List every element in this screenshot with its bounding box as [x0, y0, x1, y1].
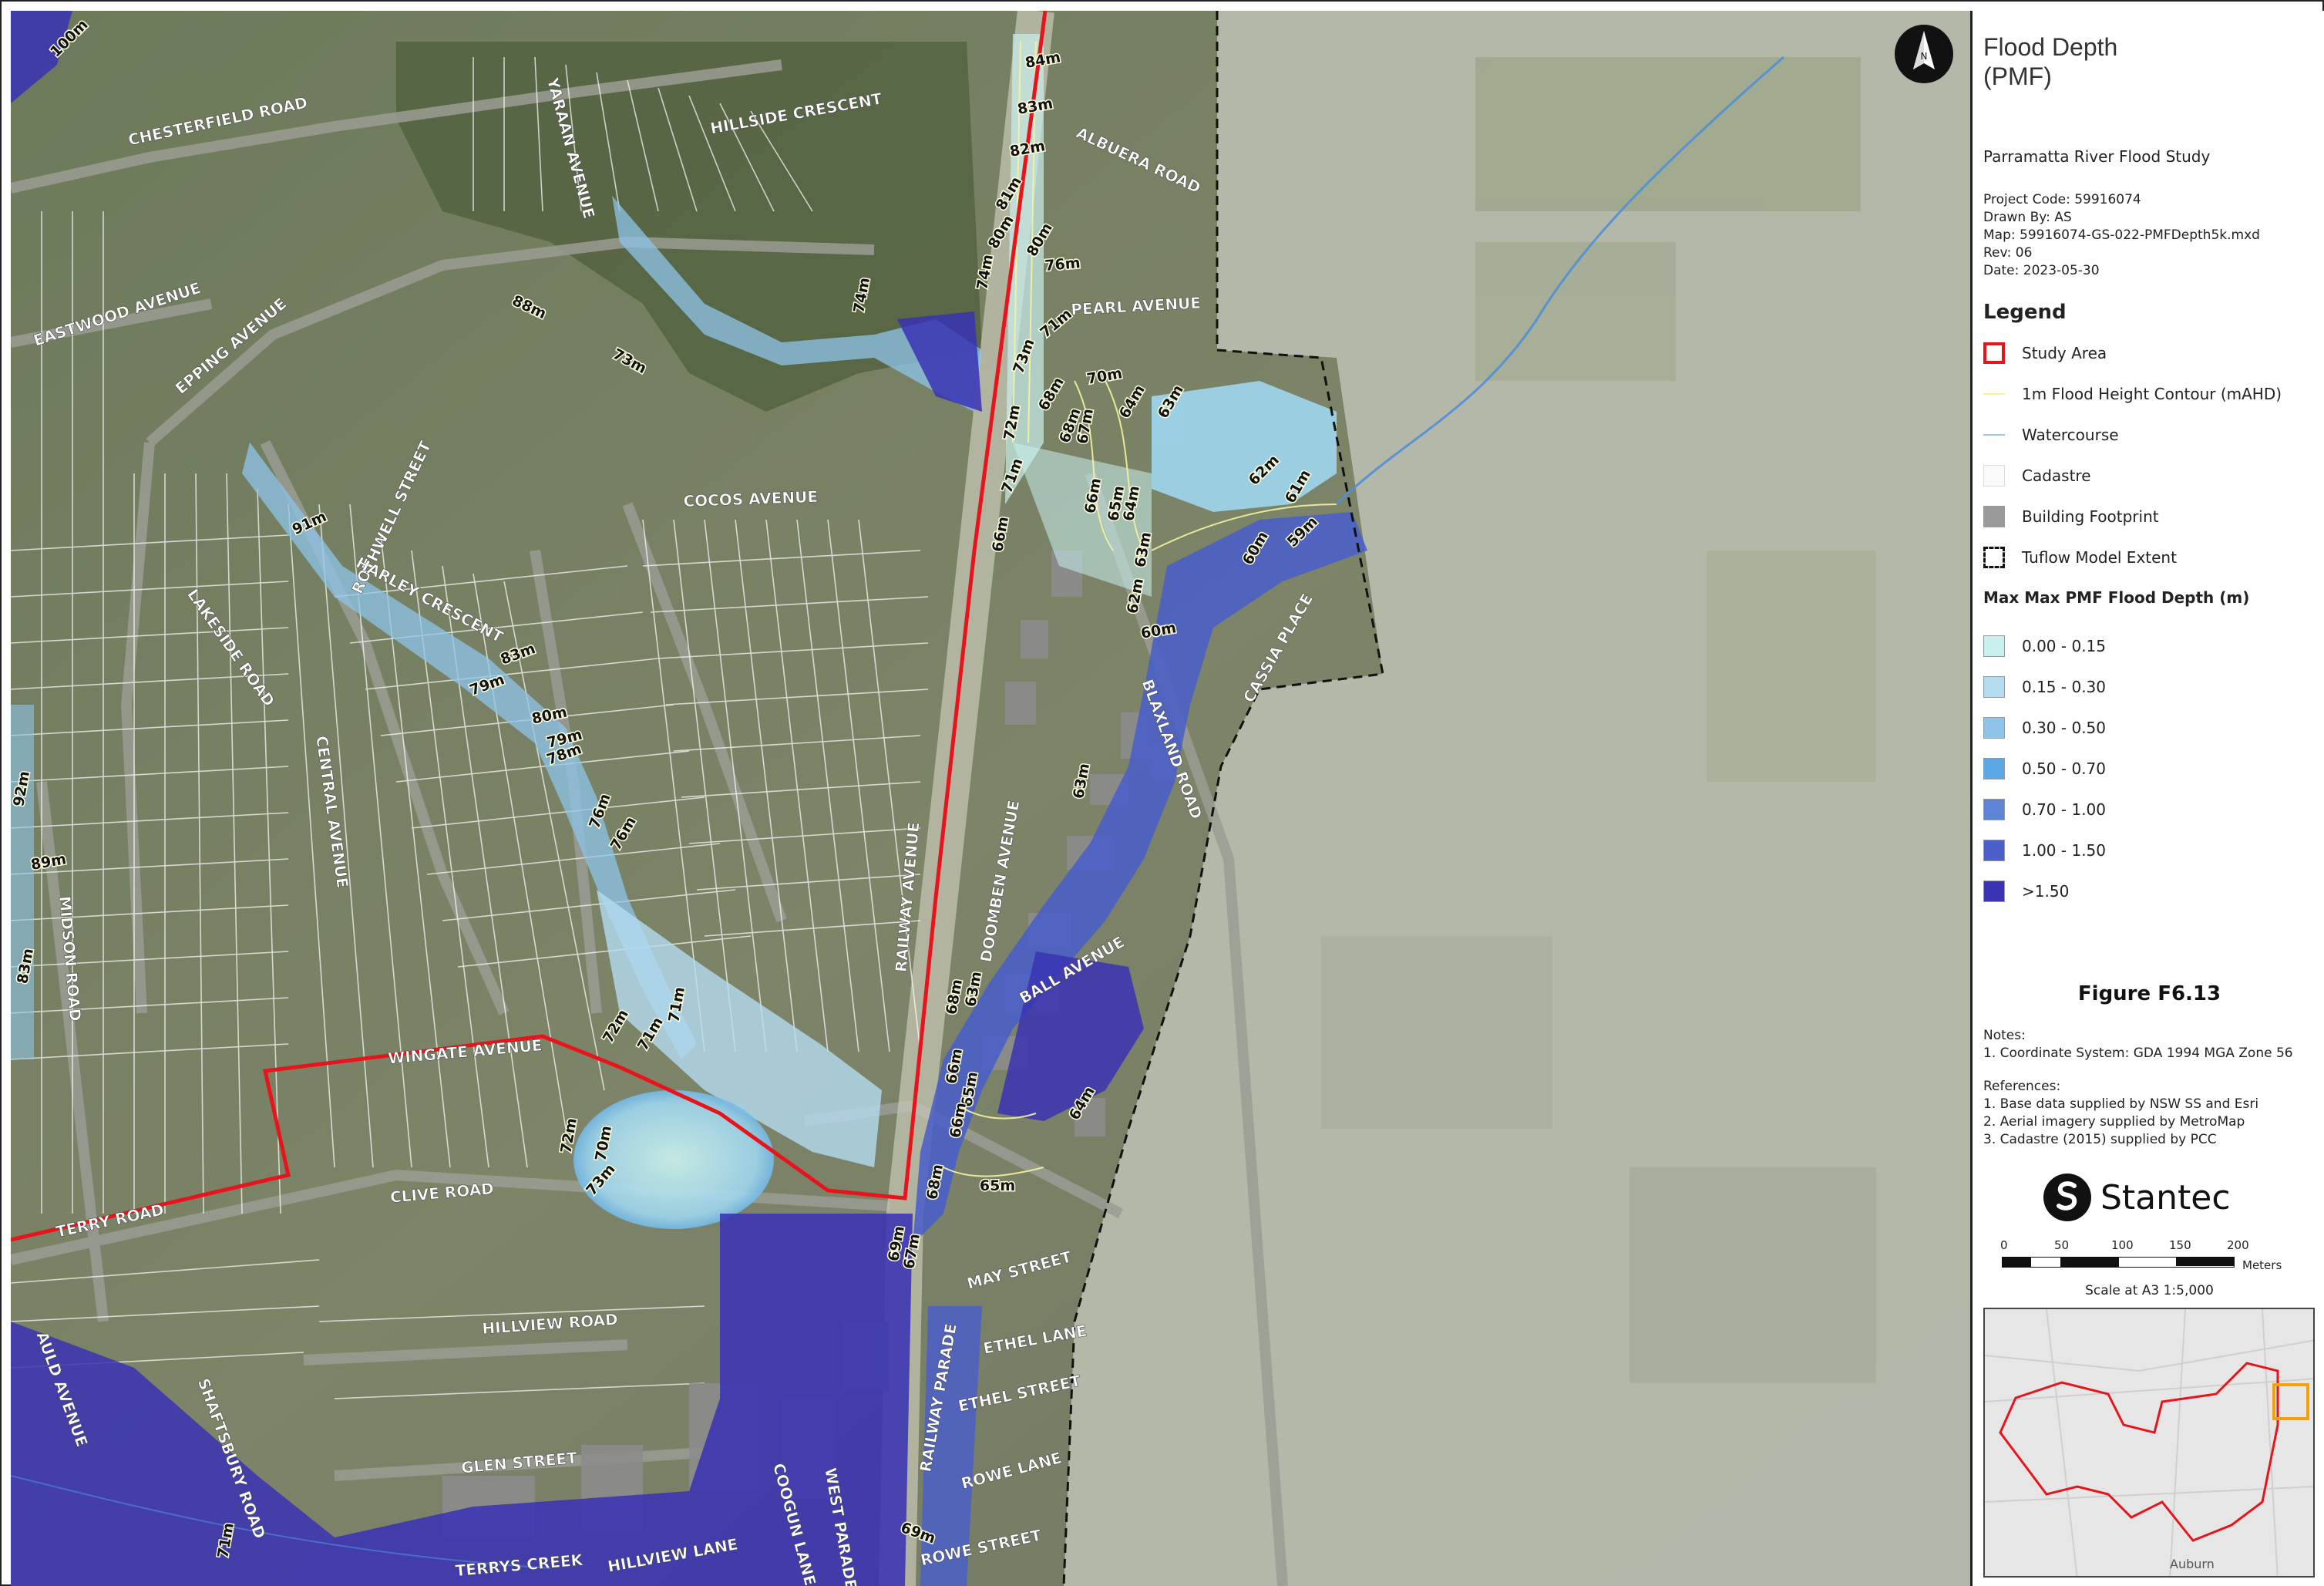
depth-class-2: 0.30 - 0.50 — [1983, 716, 2106, 740]
legend-item-watercourse: Watercourse — [1983, 423, 2119, 447]
contour-line-icon — [1983, 383, 2005, 405]
scale-bar: 0 50 100 150 200 Meters Scale at A3 1:5,… — [1973, 1235, 2324, 1298]
inset-study-area — [1999, 1362, 2279, 1542]
depth-label: 0.15 - 0.30 — [2022, 678, 2106, 696]
watercourse-line-icon — [1983, 424, 2005, 446]
inset-svg: Auburn — [1985, 1309, 2313, 1576]
reference-1: 1. Base data supplied by NSW SS and Esri — [1983, 1096, 2259, 1112]
depth-label: 0.30 - 0.50 — [2022, 719, 2106, 737]
map-title-line2: (PMF) — [1983, 62, 2052, 90]
project-code: Project Code: 59916074 — [1983, 192, 2141, 207]
depth-class-1: 0.15 - 0.30 — [1983, 675, 2106, 699]
north-arrow-icon: N — [1893, 23, 1955, 85]
depth-swatch — [1983, 881, 2005, 902]
legend-item-study-area: Study Area — [1983, 341, 2107, 365]
inset-label: Auburn — [2170, 1557, 2215, 1571]
legend-item-building: Building Footprint — [1983, 504, 2159, 529]
depth-class-4: 0.70 - 1.00 — [1983, 797, 2106, 822]
legend-panel: Flood Depth (PMF) Parramatta River Flood… — [1970, 11, 2324, 1586]
scale-unit: Meters — [2242, 1258, 2282, 1272]
reference-2: 2. Aerial imagery supplied by MetroMap — [1983, 1114, 2245, 1130]
drawn-by: Drawn By: AS — [1983, 210, 2072, 225]
flood-extent — [11, 11, 1367, 1586]
date: Date: 2023-05-30 — [1983, 263, 2100, 278]
cadastre-icon — [1983, 465, 2005, 487]
street-label: COCOS AVENUE — [683, 487, 818, 510]
north-label: N — [1921, 51, 1928, 62]
study-area-boundary[interactable] — [11, 11, 1048, 1242]
depth-label: 1.00 - 1.50 — [2022, 841, 2106, 860]
revision: Rev: 06 — [1983, 245, 2033, 261]
inset-location-frame — [2272, 1383, 2309, 1420]
depth-class-3: 0.50 - 0.70 — [1983, 756, 2106, 781]
watercourse-south — [11, 1475, 551, 1569]
legend-item-cadastre: Cadastre — [1983, 463, 2091, 488]
legend-item-contour: 1m Flood Height Contour (mAHD) — [1983, 382, 2282, 406]
note-1: 1. Coordinate System: GDA 1994 MGA Zone … — [1983, 1046, 2293, 1061]
depth-label: >1.50 — [2022, 882, 2070, 901]
notes-title: Notes: — [1983, 1028, 2026, 1043]
depth-swatch — [1983, 758, 2005, 780]
map-title-line1: Flood Depth — [1983, 33, 2118, 61]
depth-class-5: 1.00 - 1.50 — [1983, 838, 2106, 863]
stantec-logo-icon — [2043, 1174, 2091, 1221]
depth-label: 0.50 - 0.70 — [2022, 759, 2106, 778]
stantec-logo: Stantec — [2042, 1170, 2231, 1224]
contour-label: 65m — [980, 1177, 1015, 1194]
depth-swatch — [1983, 676, 2005, 698]
figure-number: Figure F6.13 — [2077, 982, 2221, 1005]
depth-swatch — [1983, 717, 2005, 739]
depth-class-0: 0.00 - 0.15 — [1983, 634, 2106, 658]
study-area-icon — [1983, 342, 2005, 364]
depth-swatch — [1983, 840, 2005, 861]
tuflow-model-extent — [1062, 11, 1384, 1586]
references-title: References: — [1983, 1079, 2061, 1094]
contour-label: 76m — [1044, 254, 1081, 274]
outside-texture — [1321, 57, 1876, 1383]
study-name: Parramatta River Flood Study — [1983, 147, 2211, 166]
contour-label: 60m — [1139, 619, 1177, 642]
map-file: Map: 59916074-GS-022-PMFDepth5k.mxd — [1983, 227, 2260, 243]
logo-text: Stantec — [2100, 1177, 2231, 1217]
legend-title: Legend — [1983, 301, 2067, 324]
scale-bar-segments — [2002, 1257, 2235, 1268]
depth-swatch — [1983, 799, 2005, 820]
model-extent-icon — [1983, 547, 2005, 568]
watercourse — [1335, 56, 1784, 506]
building-icon — [1983, 506, 2005, 527]
depth-label: 0.00 - 0.15 — [2022, 637, 2106, 655]
location-inset-map[interactable]: Auburn — [1983, 1308, 2315, 1578]
reference-3: 3. Cadastre (2015) supplied by PCC — [1983, 1132, 2217, 1147]
legend-item-model-extent: Tuflow Model Extent — [1983, 545, 2177, 570]
depth-label: 0.70 - 1.00 — [2022, 800, 2106, 819]
scale-note: Scale at A3 1:5,000 — [2085, 1283, 2214, 1298]
depth-swatch — [1983, 635, 2005, 657]
bushland-area — [396, 42, 982, 412]
cadastre — [11, 56, 929, 1399]
depth-class-6: >1.50 — [1983, 879, 2069, 904]
depth-legend-title: Max Max PMF Flood Depth (m) — [1983, 588, 2250, 607]
